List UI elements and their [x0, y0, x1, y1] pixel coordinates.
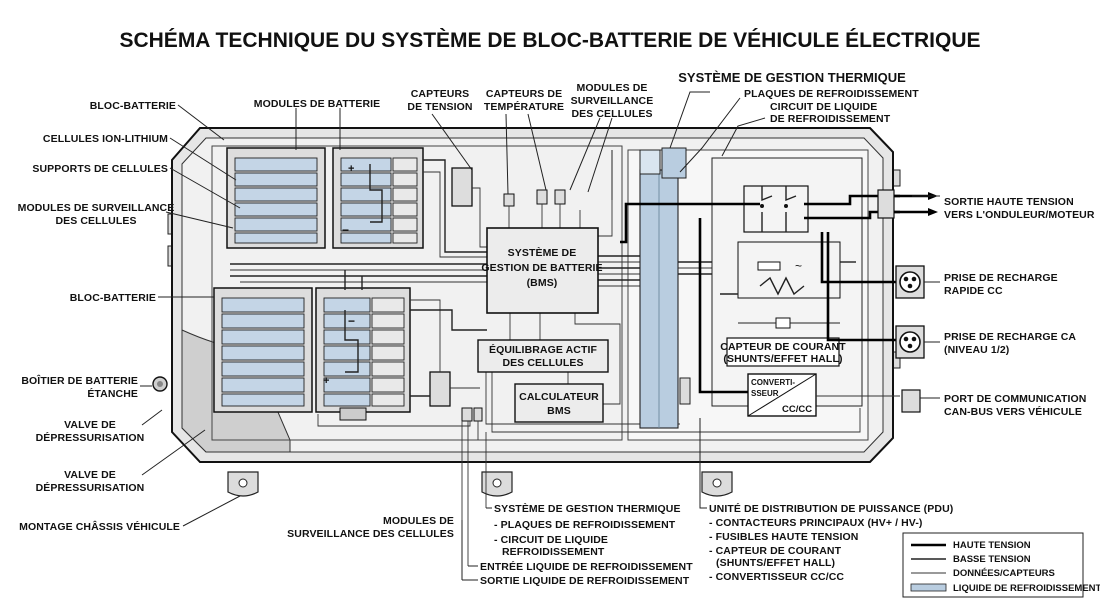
label-modules-de-batterie: MODULES DE BATTERIE [254, 98, 381, 110]
label-modules-surv-top-line3: DES CELLULES [571, 108, 652, 120]
legend-swatch-coolant [910, 583, 947, 592]
thermal-system [611, 147, 691, 429]
svg-text:−: − [348, 314, 355, 328]
bottom-labels: MODULES DE SURVEILLANCE DES CELLULES SYS… [287, 502, 953, 587]
label-supports-de-cellules: SUPPORTS DE CELLULES [32, 163, 168, 175]
label-capteurs-temp-line1: CAPTEURS DE [486, 88, 562, 100]
label-valve1-line2: DÉPRESSURISATION [36, 431, 145, 444]
label-boitier-line1: BOÎTIER DE BATTERIE [21, 374, 138, 387]
label-pdu-line5: (SHUNTS/EFFET HALL) [716, 557, 835, 569]
label-modules-surv-top-line2: SURVEILLANCE [571, 95, 654, 107]
top-labels: MODULES DE BATTERIE CAPTEURS DE TENSION … [254, 70, 919, 125]
svg-text:−: − [342, 223, 349, 237]
computer-label-line1: CALCULATEUR [519, 391, 599, 403]
left-labels: BLOC-BATTERIE CELLULES ION-LITHIUM SUPPO… [18, 100, 180, 533]
bms-label-line2: GESTION DE BATTERIE [481, 262, 602, 274]
bms-wiring [230, 159, 861, 580]
balancing-label-line2: DES CELLULES [502, 357, 583, 369]
label-boitier-line2: ÉTANCHE [87, 387, 138, 400]
svg-text:+: + [323, 375, 329, 387]
right-labels: SORTIE HAUTE TENSION VERS L'ONDULEUR/MOT… [944, 196, 1095, 418]
label-valve1-line1: VALVE DE [64, 419, 116, 431]
label-prise-ca-line1: PRISE DE RECHARGE CA [944, 331, 1076, 343]
label-port-can-line2: CAN-BUS VERS VÉHICULE [944, 405, 1082, 418]
label-capteurs-temp-line2: TEMPÉRATURE [484, 100, 564, 113]
label-thermal-bottom-line3: - CIRCUIT DE LIQUIDE [494, 534, 608, 546]
label-sortie-ht-line2: VERS L'ONDULEUR/MOTEUR [944, 209, 1095, 221]
label-circuit-line2: DE REFROIDISSEMENT [770, 113, 891, 125]
label-modules-surv-top-line1: MODULES DE [576, 82, 647, 94]
label-prise-rapide-line2: RAPIDE CC [944, 285, 1003, 297]
balancing-box: ÉQUILIBRAGE ACTIF DES CELLULES [477, 339, 609, 373]
legend-item-coolant: LIQUIDE DE REFROIDISSEMENT [953, 583, 1100, 594]
leader-lines [140, 91, 940, 581]
label-modules-surv-bottom-line1: MODULES DE [383, 515, 454, 527]
diagram-title: SCHÉMA TECHNIQUE DU SYSTÈME DE BLOC-BATT… [119, 29, 980, 52]
svg-text:~: ~ [795, 259, 802, 273]
label-thermal-bottom-line4: REFROIDISSEMENT [502, 546, 605, 558]
current-sensor-line1: CAPTEUR DE COURANT [720, 341, 846, 353]
svg-text:+: + [348, 163, 354, 175]
legend-item-low-voltage: BASSE TENSION [953, 554, 1031, 565]
label-bloc-batterie-top: BLOC-BATTERIE [90, 100, 176, 112]
current-sensor-line2: (SHUNTS/EFFET HALL) [723, 353, 842, 365]
label-plaques-refroidissement: PLAQUES DE REFROIDISSEMENT [744, 88, 919, 100]
label-sortie-ht-line1: SORTIE HAUTE TENSION [944, 196, 1074, 208]
label-capteurs-tension-line2: DE TENSION [407, 101, 472, 113]
balancing-label-line1: ÉQUILIBRAGE ACTIF [489, 343, 598, 356]
label-pdu-line4: - CAPTEUR DE COURANT [709, 545, 842, 557]
label-modules-surveillance-line1: MODULES DE SURVEILLANCE [18, 202, 175, 214]
label-prise-rapide-line1: PRISE DE RECHARGE [944, 272, 1058, 284]
label-valve2-line1: VALVE DE [64, 469, 116, 481]
label-pdu-line3: - FUSIBLES HAUTE TENSION [709, 531, 858, 543]
converter-line2: SSEUR [751, 389, 779, 398]
converter-line1: CONVERTI- [751, 378, 795, 387]
external-connectors [877, 189, 938, 413]
bms-computer-box: CALCULATEUR BMS [514, 383, 604, 423]
bms-box: SYSTÈME DE GESTION DE BATTERIE (BMS) [481, 227, 603, 314]
label-port-can-line1: PORT DE COMMUNICATION [944, 393, 1086, 405]
label-entree-liquide: ENTRÉE LIQUIDE DE REFROIDISSEMENT [480, 560, 693, 573]
legend: HAUTE TENSION BASSE TENSION DONNÉES/CAPT… [902, 532, 1100, 598]
label-thermal-bottom-line1: SYSTÈME DE GESTION THERMIQUE [494, 502, 681, 515]
label-valve2-line2: DÉPRESSURISATION [36, 481, 145, 494]
label-capteurs-tension-line1: CAPTEURS [411, 88, 470, 100]
label-cellules-ion-lithium: CELLULES ION-LITHIUM [43, 133, 168, 145]
label-thermal-bottom-line2: - PLAQUES DE REFROIDISSEMENT [494, 519, 676, 531]
label-bloc-batterie-mid: BLOC-BATTERIE [70, 292, 156, 304]
bms-label-line1: SYSTÈME DE [508, 246, 577, 259]
battery-modules: + − + − [213, 147, 566, 422]
label-modules-surveillance-line2: DES CELLULES [55, 215, 136, 227]
label-prise-ca-line2: (NIVEAU 1/2) [944, 344, 1009, 356]
label-gestion-thermique-title: SYSTÈME DE GESTION THERMIQUE [678, 70, 906, 85]
bms-label-line3: (BMS) [527, 277, 558, 289]
label-pdu-line6: - CONVERTISSEUR CC/CC [709, 571, 844, 583]
legend-item-data: DONNÉES/CAPTEURS [953, 568, 1055, 579]
label-modules-surv-bottom-line2: SURVEILLANCE DES CELLULES [287, 528, 454, 540]
label-circuit-line1: CIRCUIT DE LIQUIDE [770, 101, 877, 113]
converter-line3: CC/CC [782, 404, 812, 415]
legend-item-high-voltage: HAUTE TENSION [953, 540, 1031, 551]
label-montage-chassis: MONTAGE CHÂSSIS VÉHICULE [19, 520, 180, 533]
computer-label-line2: BMS [547, 405, 571, 417]
power-distribution-unit: ~ [620, 157, 900, 417]
label-pdu-line2: - CONTACTEURS PRINCIPAUX (HV+ / HV-) [709, 517, 923, 529]
label-pdu-line1: UNITÉ DE DISTRIBUTION DE PUISSANCE (PDU) [709, 502, 953, 515]
label-sortie-liquide: SORTIE LIQUIDE DE REFROIDISSEMENT [480, 575, 690, 587]
